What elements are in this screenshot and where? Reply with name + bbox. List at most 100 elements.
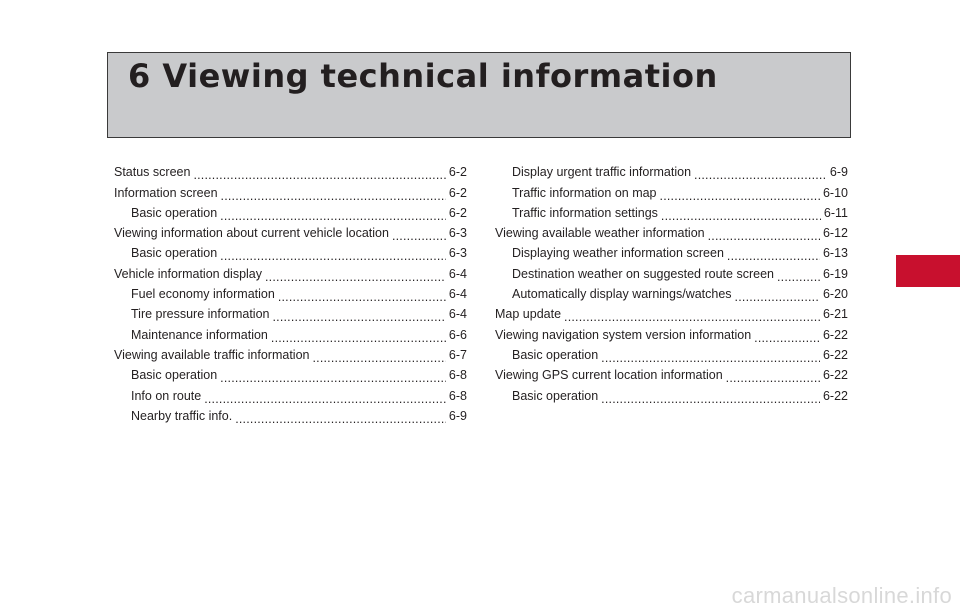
toc-dot-leader [193,168,445,182]
toc-entry-page: 6-4 [448,307,467,322]
toc-dot-leader [204,392,446,406]
toc-entry[interactable]: Traffic information settings 6-11 [495,203,848,223]
toc-entry[interactable]: Viewing GPS current location information… [495,365,848,385]
toc-entry-page: 6-4 [448,266,467,281]
toc-entry[interactable]: Viewing available traffic information 6-7 [114,345,467,365]
toc-entry[interactable]: Info on route 6-8 [114,385,467,406]
toc-dot-leader [726,371,820,385]
toc-dot-leader [727,249,820,263]
toc-entry-page: 6-2 [448,165,467,180]
chapter-title-banner: 6 Viewing technical information [107,52,851,138]
toc-dot-leader [694,168,827,182]
toc-dot-leader [777,270,820,284]
toc-dot-leader [265,270,446,284]
toc-entry-label: Basic operation [131,368,218,383]
toc-entry-label: Viewing available traffic information [114,347,310,362]
toc-entry-page: 6-11 [823,205,848,220]
toc-dot-leader [754,331,820,345]
toc-entry-page: 6-2 [448,185,467,200]
toc-entry-page: 6-2 [448,205,467,220]
toc-dot-leader [271,331,446,345]
toc-entry-page: 6-4 [448,287,467,302]
toc-entry[interactable]: Traffic information on map 6-10 [495,182,848,203]
toc-dot-leader [221,189,446,203]
toc-entry-label: Traffic information settings [512,205,658,220]
toc-dot-leader [735,290,820,304]
toc-entry[interactable]: Viewing navigation system version inform… [495,324,848,345]
toc-entry-label: Vehicle information display [114,266,262,281]
toc-entry-page: 6-3 [448,226,467,241]
toc-entry[interactable]: Fuel economy information 6-4 [114,284,467,304]
toc-dot-leader [601,351,820,365]
toc-dot-leader [235,412,446,426]
toc-entry[interactable]: Viewing available weather information 6-1… [495,223,848,243]
toc-entry-page: 6-22 [822,368,848,383]
toc-dot-leader [392,229,446,243]
footer-watermark[interactable]: carmanualsonline.info [731,583,952,608]
toc-right-column: Display urgent traffic information 6-9Tra… [495,162,848,406]
toc-dot-leader [312,351,445,365]
toc-entry-page: 6-10 [822,185,848,200]
toc-dot-leader [220,249,446,263]
toc-entry-page: 6-13 [822,246,848,261]
toc-entry[interactable]: Vehicle information display 6-4 [114,263,467,284]
toc-entry-page: 6-7 [448,347,467,362]
toc-dot-leader [220,209,446,223]
toc-entry-label: Basic operation [131,205,218,220]
toc-entry[interactable]: Map update 6-21 [495,304,848,324]
toc-entry-label: Viewing information about current vehicl… [114,226,389,241]
toc-entry[interactable]: Automatically display warnings/watches 6-… [495,284,848,304]
toc-entry-label: Basic operation [512,347,599,362]
toc-entry[interactable]: Status screen 6-2 [114,162,467,182]
toc-entry-label: Info on route [131,388,202,403]
toc-entry-page: 6-9 [829,165,848,180]
toc-entry-page: 6-8 [448,368,467,383]
toc-entry-label: Viewing GPS current location information [495,368,723,383]
toc-dot-leader [601,392,820,406]
toc-entry[interactable]: Nearby traffic info. 6-9 [114,406,467,426]
toc-entry-label: Displaying weather information screen [512,246,724,261]
toc-entry[interactable]: Basic operation 6-22 [495,345,848,365]
toc-entry-label: Viewing navigation system version inform… [495,327,752,342]
toc-entry-label: Maintenance information [131,327,268,342]
toc-entry-label: Map update [495,307,562,322]
toc-entry[interactable]: Destination weather on suggested route s… [495,263,848,284]
toc-entry-label: Fuel economy information [131,287,275,302]
toc-entry-label: Information screen [114,185,218,200]
toc-entry-label: Viewing available weather information [495,226,705,241]
toc-entry-page: 6-8 [448,388,467,403]
toc-entry-page: 6-9 [448,408,467,423]
toc-entry-page: 6-19 [822,266,848,281]
toc-entry[interactable]: Maintenance information 6-6 [114,324,467,345]
toc-entry-page: 6-6 [448,327,467,342]
toc-entry-label: Nearby traffic info. [131,408,233,423]
toc-entry[interactable]: Basic operation 6-8 [114,365,467,385]
toc-entry[interactable]: Information screen 6-2 [114,182,467,203]
toc-entry[interactable]: Display urgent traffic information 6-9 [495,162,848,182]
toc-entry-page: 6-22 [822,347,848,362]
toc-dot-leader [272,310,445,324]
toc-entry-page: 6-22 [822,388,848,403]
toc-dot-leader [660,189,820,203]
toc-entry-label: Status screen [114,165,191,180]
toc-dot-leader [564,310,820,324]
toc-entry[interactable]: Displaying weather information screen 6-1… [495,243,848,263]
toc-dot-leader [661,209,821,223]
toc-entry[interactable]: Basic operation6-22 [495,385,848,406]
toc-entry-label: Basic operation [131,246,218,261]
toc-entry[interactable]: Basic operation 6-2 [114,203,467,223]
toc-entry-page: 6-20 [822,287,848,302]
toc-entry-label: Display urgent traffic information [512,165,692,180]
toc-entry-page: 6-12 [822,226,848,241]
chapter-title: 6 Viewing technical information [128,57,718,95]
toc-entry-label: Destination weather on suggested route s… [512,266,774,281]
toc-entry-label: Traffic information on map [512,185,657,200]
chapter-tab-marker [896,255,960,287]
toc-entry-page: 6-21 [822,307,848,322]
toc-entry[interactable]: Basic operation6-3 [114,243,467,263]
toc-entry-label: Automatically display warnings/watches [512,287,732,302]
toc-entry[interactable]: Viewing information about current vehicl… [114,223,467,243]
toc-dot-leader [708,229,820,243]
toc-entry[interactable]: Tire pressure information6-4 [114,304,467,324]
